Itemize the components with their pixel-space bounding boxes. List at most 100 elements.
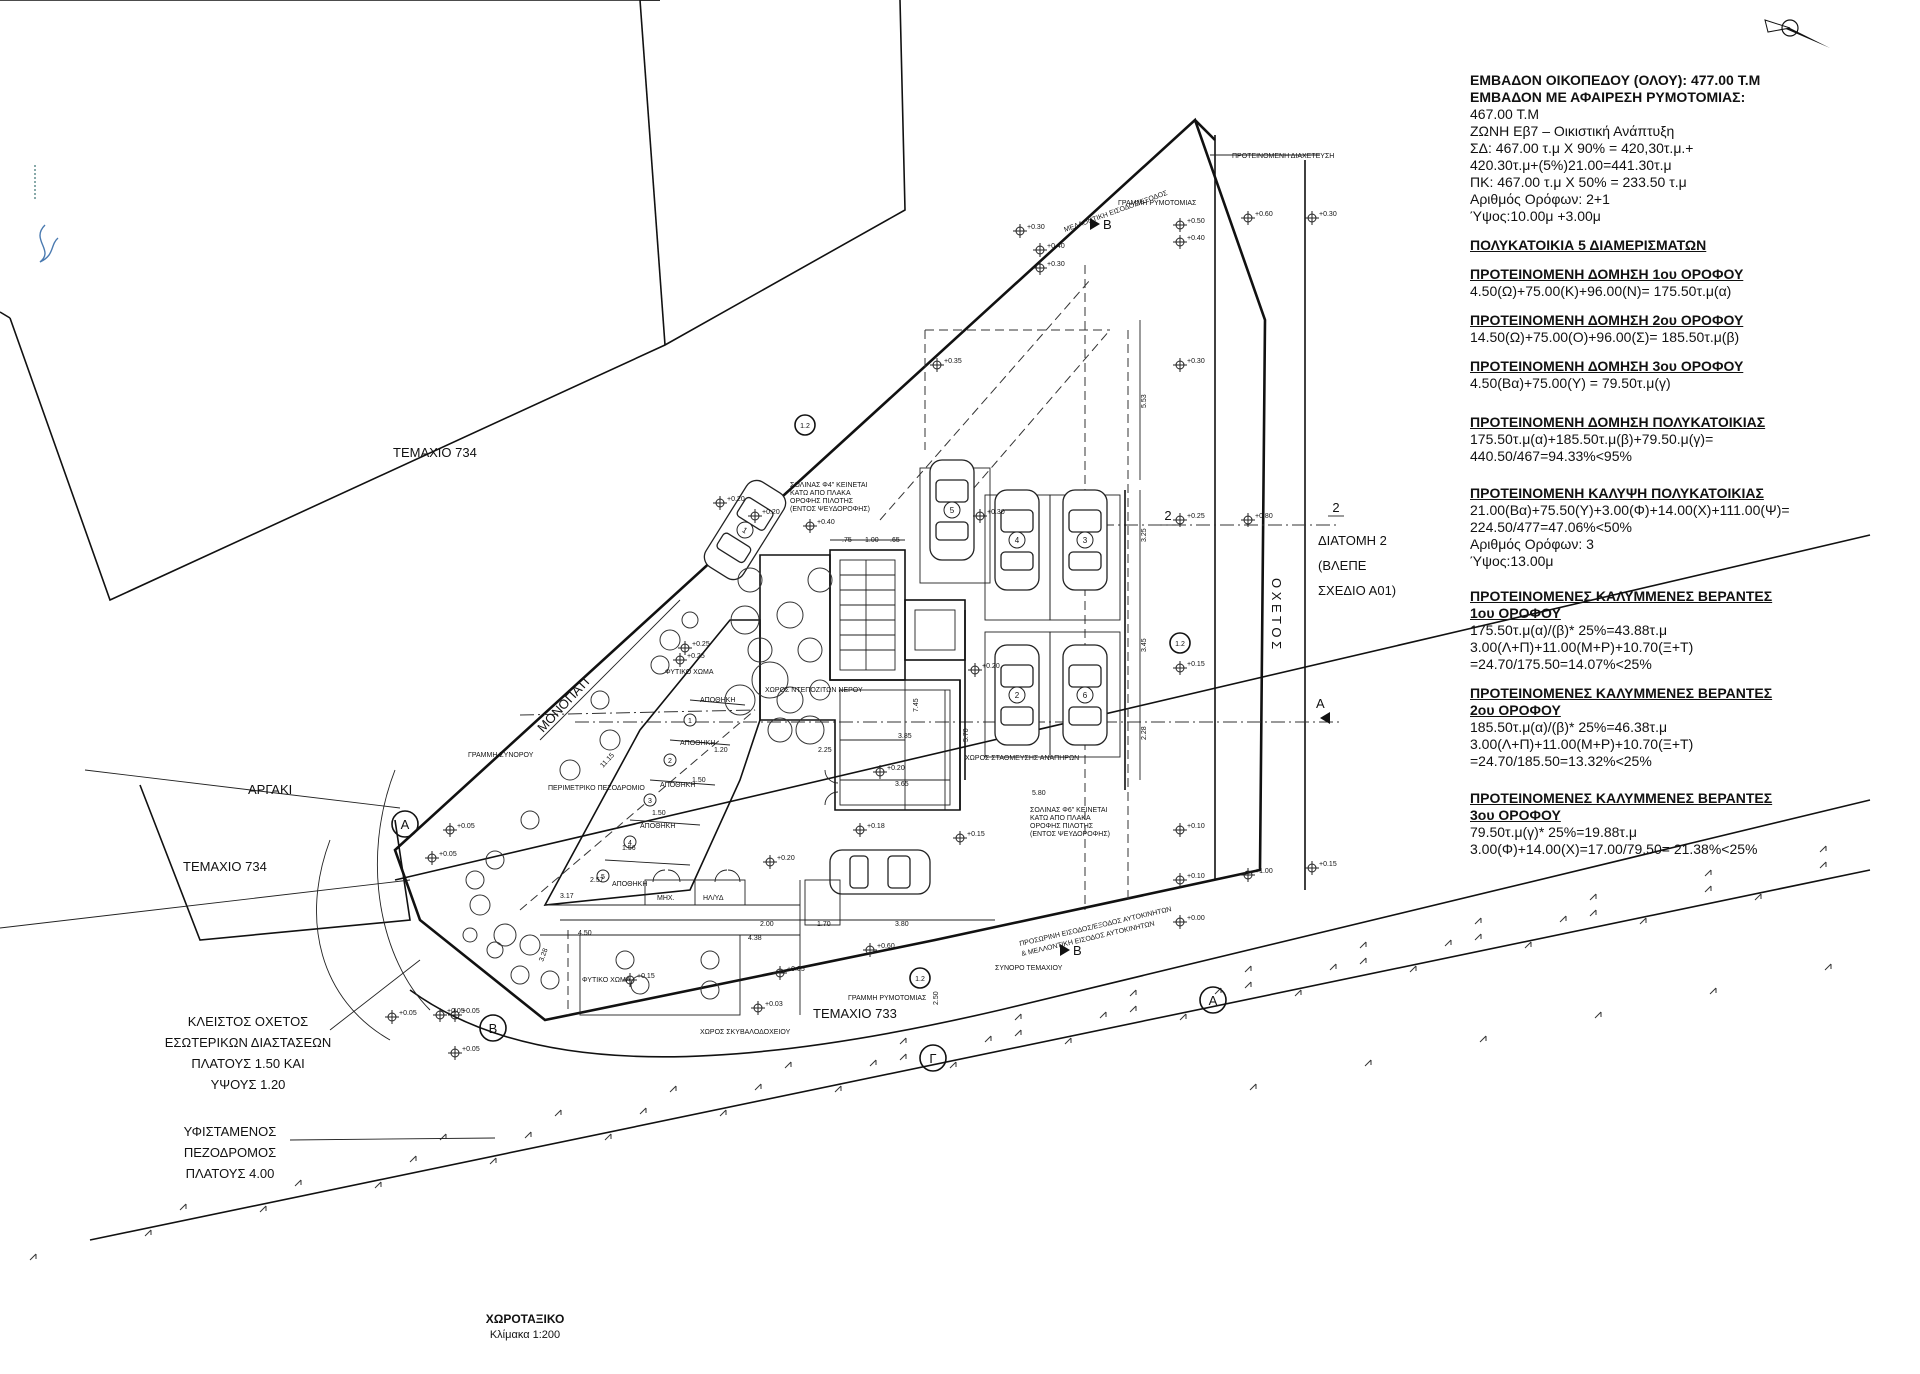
svg-text:+0.30: +0.30 xyxy=(987,509,1005,516)
hatch-tick xyxy=(374,1181,382,1189)
parcel-734-left-outline xyxy=(139,784,411,941)
storage-number: 3 xyxy=(643,793,657,807)
level-marker: +0.05 xyxy=(385,1010,417,1024)
level-marker: +0.30 xyxy=(1305,211,1337,225)
svg-text:+0.05: +0.05 xyxy=(462,1008,480,1015)
svg-text:+0.30: +0.30 xyxy=(1319,211,1337,218)
level-marker: +0.25 xyxy=(673,653,705,667)
parking-area-label: ΧΩΡΟΣ ΣΤΑΘΜΕΥΣΗΣ ΑΝΑΠΗΡΩΝ xyxy=(965,755,1079,762)
svg-text:+0.40: +0.40 xyxy=(1187,235,1205,242)
section-a-right: A xyxy=(1316,696,1325,711)
hatch-tick xyxy=(834,1085,842,1093)
hatch-tick xyxy=(869,1059,877,1067)
hatch-tick xyxy=(1359,941,1367,949)
floor1-heading: ΠΡΟΤΕΙΝΟΜΕΝΗ ΔΟΜΗΣΗ 1ου ΟΡΟΦΟΥ xyxy=(1470,266,1744,282)
hatch-tick xyxy=(1824,963,1832,971)
section-b-bottom: B xyxy=(1073,943,1082,958)
street-cut-label: ΓΡΑΜΜΗ ΡΥΜΟΤΟΜΙΑΣ xyxy=(1118,200,1197,207)
dim-label: 1.56 xyxy=(622,845,636,852)
level-marker: +0.25 xyxy=(1173,513,1205,527)
hatch-tick xyxy=(1704,885,1712,893)
parcel-boundary-label: ΣΥΝΟΡΟ ΤΕΜΑΧΙΟΥ xyxy=(995,965,1063,972)
level-marker: +0.05 xyxy=(448,1046,480,1060)
svg-text:+0.05: +0.05 xyxy=(787,966,805,973)
dim-label: 3.85 xyxy=(898,733,912,740)
plot-area-text: ΕΜΒΑΔΟΝ ΟΙΚΟΠΕΔΟΥ (ΟΛΟΥ): 477.00 Τ.Μ xyxy=(1470,72,1761,88)
verandas2-heading: ΠΡΟΤΕΙΝΟΜΕΝΕΣ ΚΑΛΥΜΜΕΝΕΣ ΒΕΡΑΝΤΕΣ xyxy=(1470,685,1773,701)
svg-text:+0.05: +0.05 xyxy=(462,1046,480,1053)
hatch-tick xyxy=(554,1109,562,1117)
floors-text: Αριθμός Ορόφων: 2+1 xyxy=(1470,191,1610,207)
dim-label: 7.45 xyxy=(913,698,920,712)
hatch-tick xyxy=(1179,1013,1187,1021)
walkway-note-3: ΠΛΑΤΟΥΣ 4.00 xyxy=(186,1166,275,1181)
storage-number: 2 xyxy=(663,753,677,767)
svg-text:+0.00: +0.00 xyxy=(1187,915,1205,922)
walkway-note-2: ΠΕΖΟΔΡΟΜΟΣ xyxy=(184,1145,276,1160)
hatch-tick xyxy=(1129,1005,1137,1013)
parking-area xyxy=(919,467,1126,790)
car-icon: 1 xyxy=(703,479,787,581)
floor3-heading: ΠΡΟΤΕΙΝΟΜΕΝΗ ΔΟΜΗΣΗ 3ου ΟΡΟΦΟΥ xyxy=(1470,358,1744,374)
dim-label: 2.25 xyxy=(818,747,832,754)
hatch-tick xyxy=(639,1107,647,1115)
hatch-tick xyxy=(1294,989,1302,997)
marker-12b-label: 1.2 xyxy=(1175,641,1185,648)
svg-text:+0.35: +0.35 xyxy=(944,358,962,365)
level-marker: +0.15 xyxy=(1305,861,1337,875)
car-number: 4 xyxy=(1015,536,1020,545)
hatch-tick xyxy=(1444,939,1452,947)
coverage-floors: Αριθμός Ορόφων: 3 xyxy=(1470,536,1594,552)
hatch-tick xyxy=(409,1155,417,1163)
hatch-tick xyxy=(1409,965,1417,973)
hatch-tick xyxy=(719,1109,727,1117)
dim-label: 2.50 xyxy=(933,991,940,1005)
car-icon: 4 xyxy=(994,489,1040,591)
hatch-tick xyxy=(899,1037,907,1045)
footpath-label: ΜΟΝΟΠΑΤΙ xyxy=(534,674,592,735)
car-icon: 2 xyxy=(994,644,1040,746)
verandas2-calc-3: =24.70/185.50=13.32%<25% xyxy=(1470,753,1652,769)
level-marker: +0.25 xyxy=(678,641,710,655)
dim-label: 1.50 xyxy=(692,777,706,784)
car-number: 5 xyxy=(950,506,955,515)
hatch-tick xyxy=(1754,893,1762,901)
hatch-tick xyxy=(1589,909,1597,917)
hatch-tick xyxy=(1249,1083,1257,1091)
pipe-note-1a: ΣΟΛΙΝΑΣ Φ4" ΚΕΙΝΕΤΑΙ xyxy=(790,482,868,489)
section-2-right-num: 2 xyxy=(1332,500,1339,515)
svg-text:+0.05: +0.05 xyxy=(439,851,457,858)
svg-text:+0.15: +0.15 xyxy=(1187,661,1205,668)
culvert-note-4: ΥΨΟΥΣ 1.20 xyxy=(211,1077,286,1092)
svg-text:+0.20: +0.20 xyxy=(762,509,780,516)
svg-text:+0.05: +0.05 xyxy=(447,1008,465,1015)
hatch-tick xyxy=(784,1061,792,1069)
level-markers: +0.30+0.50+0.40+0.60+0.30+0.40+0.30+0.35… xyxy=(385,211,1337,1060)
svg-text:5: 5 xyxy=(601,874,605,881)
level-marker: +0.20 xyxy=(873,765,905,779)
mech-room-label: ΗΛ/ΥΔ xyxy=(703,895,724,902)
hatch-tick xyxy=(144,1229,152,1237)
svg-text:+0.25: +0.25 xyxy=(692,641,710,648)
floor3-calc: 4.50(Βα)+75.00(Υ) = 79.50τ.μ(γ) xyxy=(1470,375,1671,391)
level-marker: +0.05 xyxy=(433,1008,465,1022)
verandas2-calc-1: 185.50τ.μ(α)/(β)* 25%=46.38τ.μ xyxy=(1470,719,1668,735)
building-notes-panel: ΕΜΒΑΔΟΝ ΟΙΚΟΠΕΔΟΥ (ΟΛΟΥ): 477.00 Τ.Μ ΕΜΒ… xyxy=(1470,72,1910,870)
car-icon: 6 xyxy=(1062,644,1108,746)
signature-mark xyxy=(34,165,59,263)
planted-soil-1: ΦΥΤΙΚΟ ΧΩΜΑ xyxy=(665,669,714,676)
planted-soil-2: ΦΥΤΙΚΟ ΧΩΜΑ xyxy=(582,977,631,984)
hatch-tick xyxy=(1099,1011,1107,1019)
culvert-note-1: ΚΛΕΙΣΤΟΣ ΟΧΕΤΟΣ xyxy=(188,1014,308,1029)
height-text: Ύψος:10.00μ +3.00μ xyxy=(1470,208,1601,224)
level-marker: +0.20 xyxy=(748,509,780,523)
svg-text:+0.80: +0.80 xyxy=(1255,513,1273,520)
parcel-734-left-label: ΤΕΜΑΧΙΟ 734 xyxy=(183,859,267,874)
storage-label-5: ΑΠΟΘΗΚΗ xyxy=(612,881,647,888)
hatch-tick xyxy=(524,1131,532,1139)
svg-text:+0.30: +0.30 xyxy=(1187,358,1205,365)
pipe-note-1d: (ΕΝΤΟΣ ΨΕΥΔΟΡΟΦΗΣ) xyxy=(790,506,870,513)
level-marker: +0.40 xyxy=(1033,243,1065,257)
svg-text:+0.60: +0.60 xyxy=(1255,211,1273,218)
